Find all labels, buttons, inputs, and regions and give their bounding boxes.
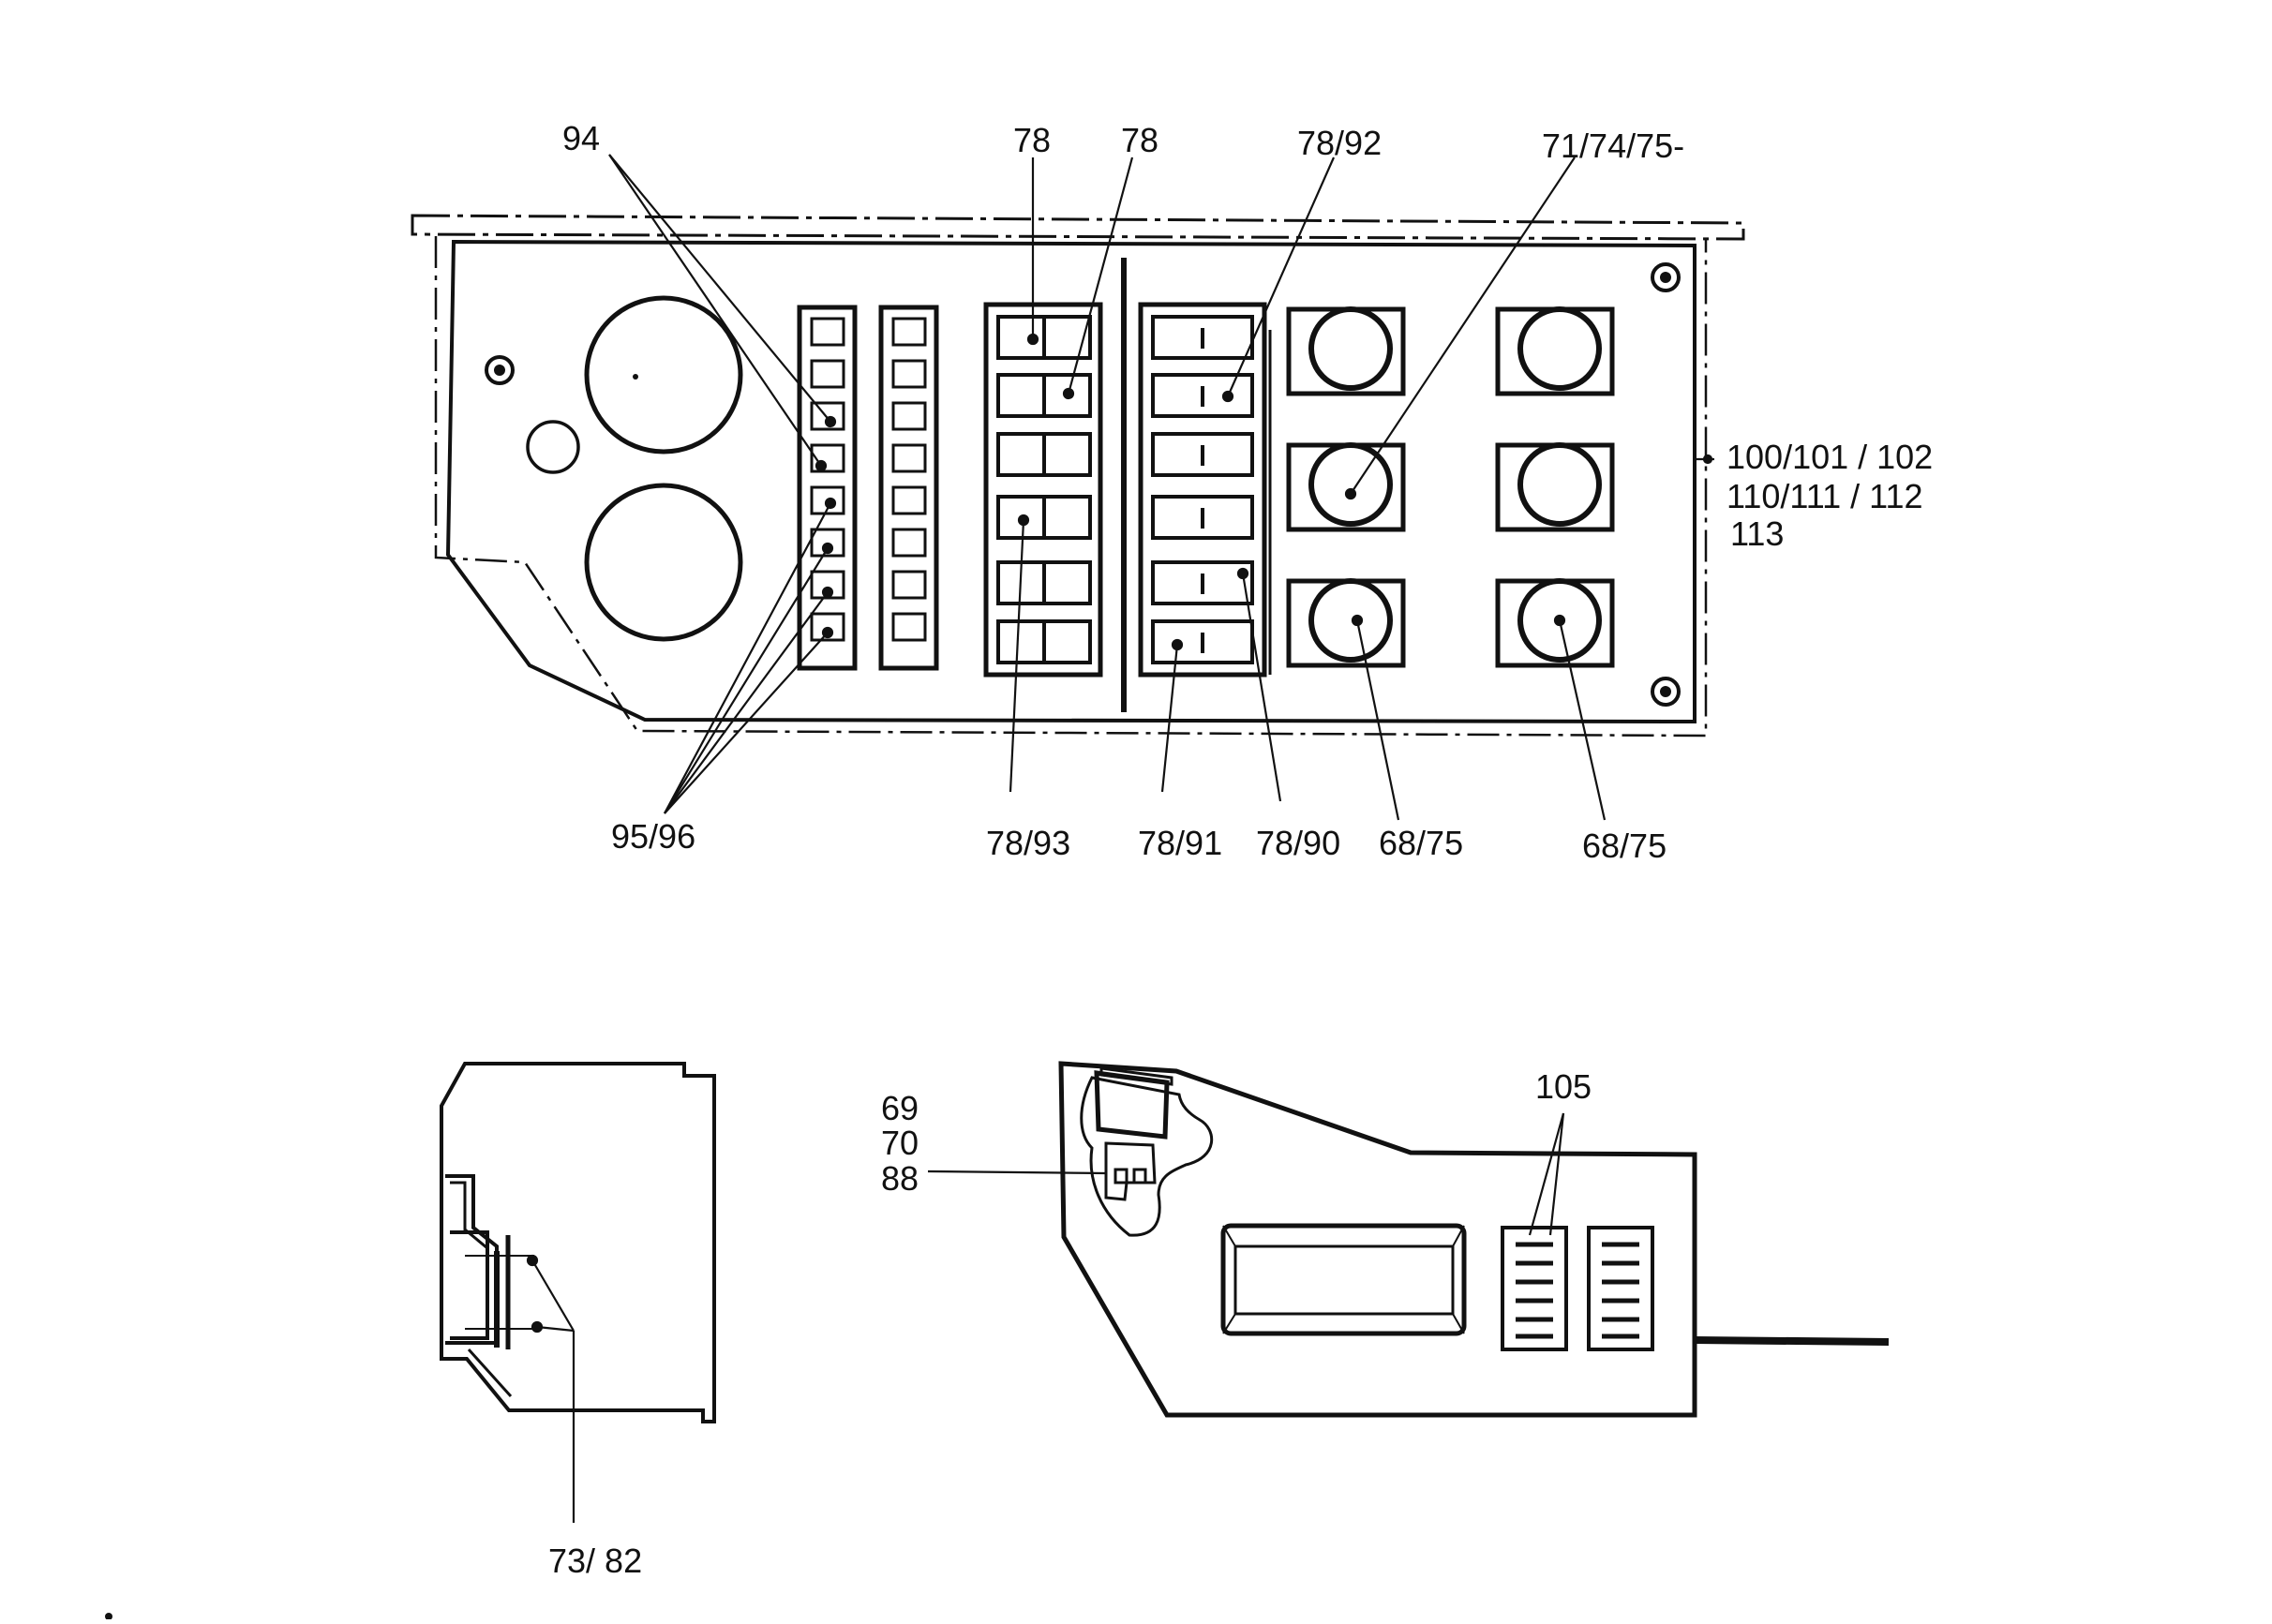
- indicator-strip-1-cells: [810, 317, 845, 642]
- callout-78-left: 78: [1013, 121, 1051, 159]
- gauge-lower: [584, 483, 743, 642]
- callout-100-101-102: 100/101 / 102: [1726, 438, 1933, 476]
- cable: [1694, 1336, 1890, 1346]
- callout-105: 105: [1535, 1067, 1592, 1106]
- switch-bank-a-rockers: [996, 315, 1092, 664]
- callout-88: 88: [881, 1159, 919, 1198]
- indicator-strip-2: [878, 305, 939, 671]
- indicator-lamp-round: [526, 420, 580, 474]
- leader-lines-side: [526, 1254, 575, 1523]
- callout-labels: 94 78 78 78/92 71/74/75- 100/101 / 102 1…: [548, 119, 1933, 1580]
- callout-68-75-left: 68/75: [1379, 824, 1463, 862]
- leader-lines-rear: [927, 1112, 1565, 1236]
- fuse-terminal: [1104, 1141, 1157, 1201]
- connector-blob: [1080, 1076, 1214, 1237]
- terminal-block-2: [1587, 1226, 1654, 1351]
- callout-70: 70: [881, 1124, 919, 1162]
- indicator-strip-2-cells: [891, 317, 927, 642]
- display-window: [1220, 1223, 1467, 1336]
- gauge-upper: [584, 295, 743, 454]
- callout-113: 113: [1730, 514, 1784, 553]
- screw-top-right: [1651, 262, 1681, 292]
- panel-front-face: [445, 239, 1697, 724]
- callout-78-92: 78/92: [1297, 124, 1382, 162]
- callout-69: 69: [881, 1089, 919, 1127]
- panel-rear-outline: [434, 236, 1708, 738]
- rear-view-housing: [1058, 1061, 1890, 1418]
- callout-78-right: 78: [1121, 121, 1158, 159]
- screw-left: [485, 355, 515, 385]
- callout-94: 94: [562, 119, 600, 157]
- callout-68-75-right: 68/75: [1582, 827, 1667, 865]
- speck: [105, 1613, 112, 1620]
- screw-bottom-right: [1651, 677, 1681, 707]
- switch-bank-b: [1138, 302, 1267, 678]
- panel-top-rail: [411, 214, 1745, 241]
- callout-78-90: 78/90: [1256, 824, 1340, 862]
- control-panel-front-view: [411, 214, 1745, 738]
- callout-95-96: 95/96: [611, 817, 695, 856]
- leader-lines-top: [608, 154, 1714, 821]
- indicator-strip-1: [797, 305, 858, 671]
- callout-78-91: 78/91: [1138, 824, 1222, 862]
- callout-110-111-112: 110/111 / 112: [1726, 477, 1923, 515]
- callout-71-74-75: 71/74/75-: [1542, 127, 1684, 165]
- callout-78-93: 78/93: [986, 824, 1070, 862]
- terminal-block-1: [1501, 1226, 1568, 1351]
- side-view-housing: [440, 1062, 716, 1423]
- switch-bank-b-rockers: [1151, 315, 1254, 664]
- switch-bank-a: [983, 302, 1103, 678]
- push-buttons: [1286, 306, 1615, 668]
- callout-73-82: 73/ 82: [548, 1542, 642, 1580]
